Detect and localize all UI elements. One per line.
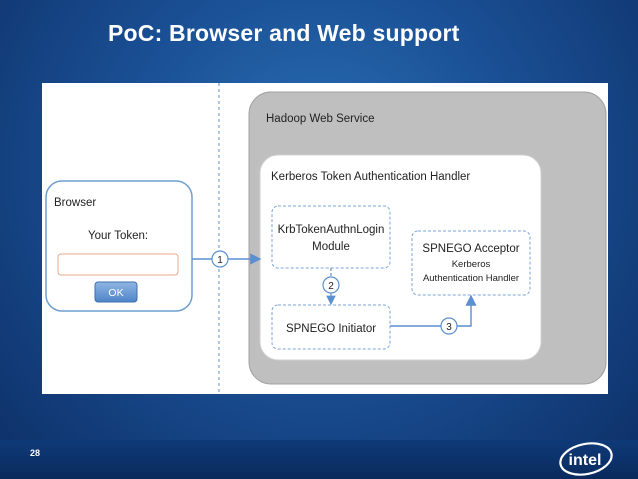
step-3-badge — [440, 317, 458, 335]
acceptor-line2: Authentication Handler — [423, 273, 519, 284]
step-2-badge — [322, 276, 340, 294]
token-label: Your Token: — [88, 230, 148, 242]
browser-panel — [45, 180, 193, 312]
acceptor-line1: Kerberos — [452, 259, 491, 270]
browser-label: Browser — [54, 197, 96, 209]
architecture-diagram: Hadoop Web Service Kerberos Token Authen… — [45, 83, 607, 394]
step-1-label: 1 — [217, 255, 223, 266]
slide-title: PoC: Browser and Web support — [108, 20, 460, 46]
ok-button-label: OK — [108, 287, 123, 299]
step-3-label: 3 — [446, 322, 452, 333]
diagram-canvas: Hadoop Web Service Kerberos Token Authen… — [42, 83, 608, 394]
login-module-box — [271, 205, 391, 269]
login-module-line1: KrbTokenAuthnLogin — [278, 224, 385, 236]
intel-logo: intel — [559, 442, 613, 476]
page-number: 28 — [30, 448, 41, 458]
intel-logo-text: intel — [569, 452, 602, 469]
step-2-label: 2 — [328, 281, 334, 292]
initiator-label: SPNEGO Initiator — [286, 323, 376, 335]
intel-logo-swoosh — [559, 442, 613, 476]
step-1-badge — [211, 250, 229, 268]
acceptor-box — [411, 230, 531, 296]
token-input[interactable] — [57, 253, 179, 276]
ok-button[interactable] — [94, 281, 138, 303]
acceptor-title: SPNEGO Acceptor — [422, 243, 519, 255]
handler-label: Kerberos Token Authentication Handler — [271, 171, 470, 183]
arrow-step-3 — [390, 294, 477, 327]
web-service-label: Hadoop Web Service — [266, 113, 374, 125]
footer-bar — [0, 440, 638, 479]
login-module-line2: Module — [312, 241, 350, 253]
